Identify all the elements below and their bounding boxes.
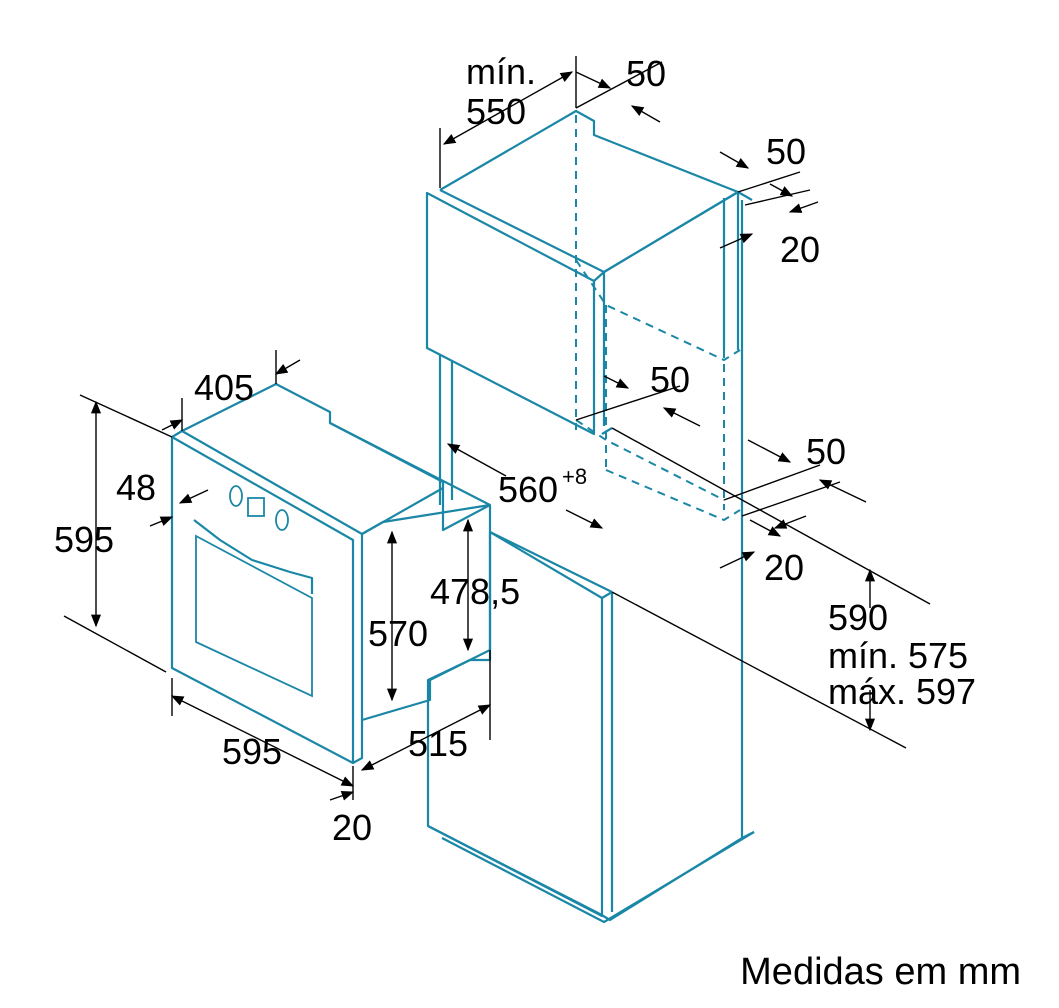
top-gap-label: 50: [626, 53, 666, 94]
units-caption: Medidas em mm: [740, 951, 1021, 993]
min-depth-prefix-label: mín.: [466, 51, 536, 92]
opening-tolerance-label: +8: [562, 464, 587, 489]
oven-dimensions: [63, 350, 492, 801]
opening-width-label: 560: [498, 469, 558, 510]
cabinet-dimensions: [439, 56, 931, 749]
dimension-labels: 405 48 595 570 478,5 515 595 20 mín. 550…: [54, 51, 976, 848]
right-gap-top-small-label: 20: [780, 229, 820, 270]
bottom-gap-label: 50: [806, 431, 846, 472]
front-thickness-label: 20: [332, 807, 372, 848]
middle-gap-label: 50: [650, 359, 690, 400]
body-height-label: 570: [368, 613, 428, 654]
body-depth-label: 515: [408, 723, 468, 764]
bottom-gap-small-label: 20: [764, 547, 804, 588]
niche-min-label: mín. 575: [828, 635, 968, 676]
min-depth-label: 550: [466, 91, 526, 132]
niche-height-label: 590: [828, 597, 888, 638]
tall-cabinet: [425, 109, 755, 924]
panel-offset-label: 48: [116, 467, 156, 508]
knob-left-icon: [229, 485, 243, 507]
oven-height-label: 595: [54, 519, 114, 560]
display-icon: [247, 497, 265, 517]
oven-width-label: 595: [222, 731, 282, 772]
niche-max-label: máx. 597: [828, 671, 976, 712]
oven-depth-top-label: 405: [194, 367, 254, 408]
knob-right-icon: [275, 509, 289, 531]
right-gap-top-label: 50: [766, 131, 806, 172]
rear-height-label: 478,5: [430, 571, 520, 612]
